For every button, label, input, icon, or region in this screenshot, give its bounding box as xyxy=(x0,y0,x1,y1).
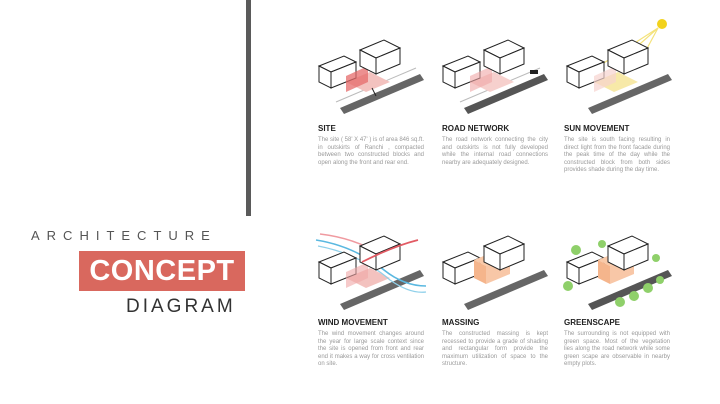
panel-road-network: ROAD NETWORK The road network connecting… xyxy=(438,36,548,196)
panel-text-sun-movement: The site is south facing resulting in di… xyxy=(564,137,670,174)
diagram-heading: DIAGRAM xyxy=(126,296,236,317)
panel-title-road-network: ROAD NETWORK xyxy=(442,124,510,133)
concept-banner: CONCEPT xyxy=(79,251,245,291)
panel-title-massing: MASSING xyxy=(442,318,480,327)
tree-icons xyxy=(563,240,664,307)
wind-movement-diagram xyxy=(315,233,427,310)
panel-massing: MASSING The constructed massing is kept … xyxy=(438,232,548,392)
panel-text-wind-movement: The wind movement changes around the yea… xyxy=(318,331,424,368)
panel-title-sun-movement: SUN MOVEMENT xyxy=(564,124,630,133)
panel-site: SITE The site ( 58' X 47' ) is of area 8… xyxy=(314,36,424,196)
panel-title-wind-movement: WIND MOVEMENT xyxy=(318,318,388,327)
site-diagram xyxy=(317,39,424,114)
road-network-diagram xyxy=(441,39,548,114)
panel-title-greenscape: GREENSCAPE xyxy=(564,318,621,327)
greenscape-diagram xyxy=(563,235,672,310)
panel-title-site: SITE xyxy=(318,124,336,133)
panel-wind-movement: WIND MOVEMENT The wind movement changes … xyxy=(314,232,427,392)
architecture-heading: ARCHITECTURE xyxy=(31,228,217,243)
panel-text-road-network: The road network connecting the city and… xyxy=(442,137,548,166)
sun-icon xyxy=(657,19,667,29)
sun-movement-diagram xyxy=(565,19,672,114)
panel-text-greenscape: The surrounding is not equipped with gre… xyxy=(564,331,670,368)
vertical-divider-bar xyxy=(246,0,251,216)
panel-greenscape: GREENSCAPE The surrounding is not equipp… xyxy=(562,232,672,392)
concept-title: CONCEPT xyxy=(89,255,235,287)
panel-sun-movement: SUN MOVEMENT The site is south facing re… xyxy=(562,18,672,196)
massing-diagram xyxy=(441,235,548,310)
panel-text-massing: The constructed massing is kept recessed… xyxy=(442,331,548,368)
panel-text-site: The site ( 58' X 47' ) is of area 846 sq… xyxy=(318,137,425,166)
